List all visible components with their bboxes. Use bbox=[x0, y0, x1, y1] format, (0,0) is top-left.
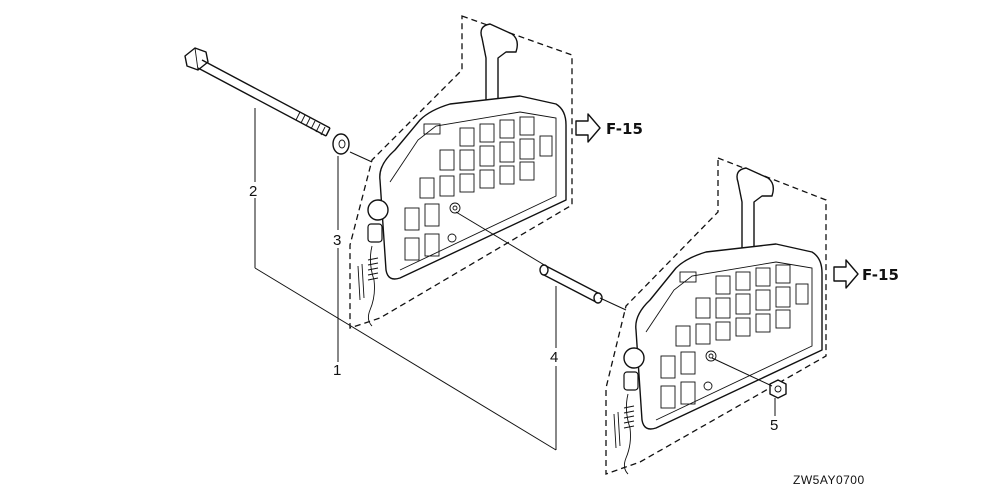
reference-arrow-upper: F-15 bbox=[575, 113, 643, 143]
long-bolt bbox=[184, 47, 331, 137]
reference-arrow-lower: F-15 bbox=[833, 259, 899, 289]
callout-1: 1 bbox=[333, 362, 341, 379]
right-arrow-icon bbox=[833, 259, 859, 289]
callout-3: 3 bbox=[333, 232, 341, 249]
reference-label-lower: F-15 bbox=[862, 266, 899, 284]
remote-control-box-upper bbox=[349, 15, 573, 329]
right-arrow-icon bbox=[575, 113, 601, 143]
leader-lines bbox=[254, 108, 776, 451]
reference-label-upper: F-15 bbox=[606, 120, 643, 138]
callout-5: 5 bbox=[770, 417, 778, 434]
remote-control-box-lower bbox=[605, 157, 827, 475]
spacer-pin bbox=[539, 264, 603, 304]
callout-2: 2 bbox=[249, 183, 257, 200]
assembly-lines bbox=[349, 151, 773, 387]
drawing-code: ZW5AY0700 bbox=[793, 473, 865, 487]
nut bbox=[769, 379, 787, 399]
callout-4: 4 bbox=[550, 349, 558, 366]
washer bbox=[332, 133, 350, 155]
